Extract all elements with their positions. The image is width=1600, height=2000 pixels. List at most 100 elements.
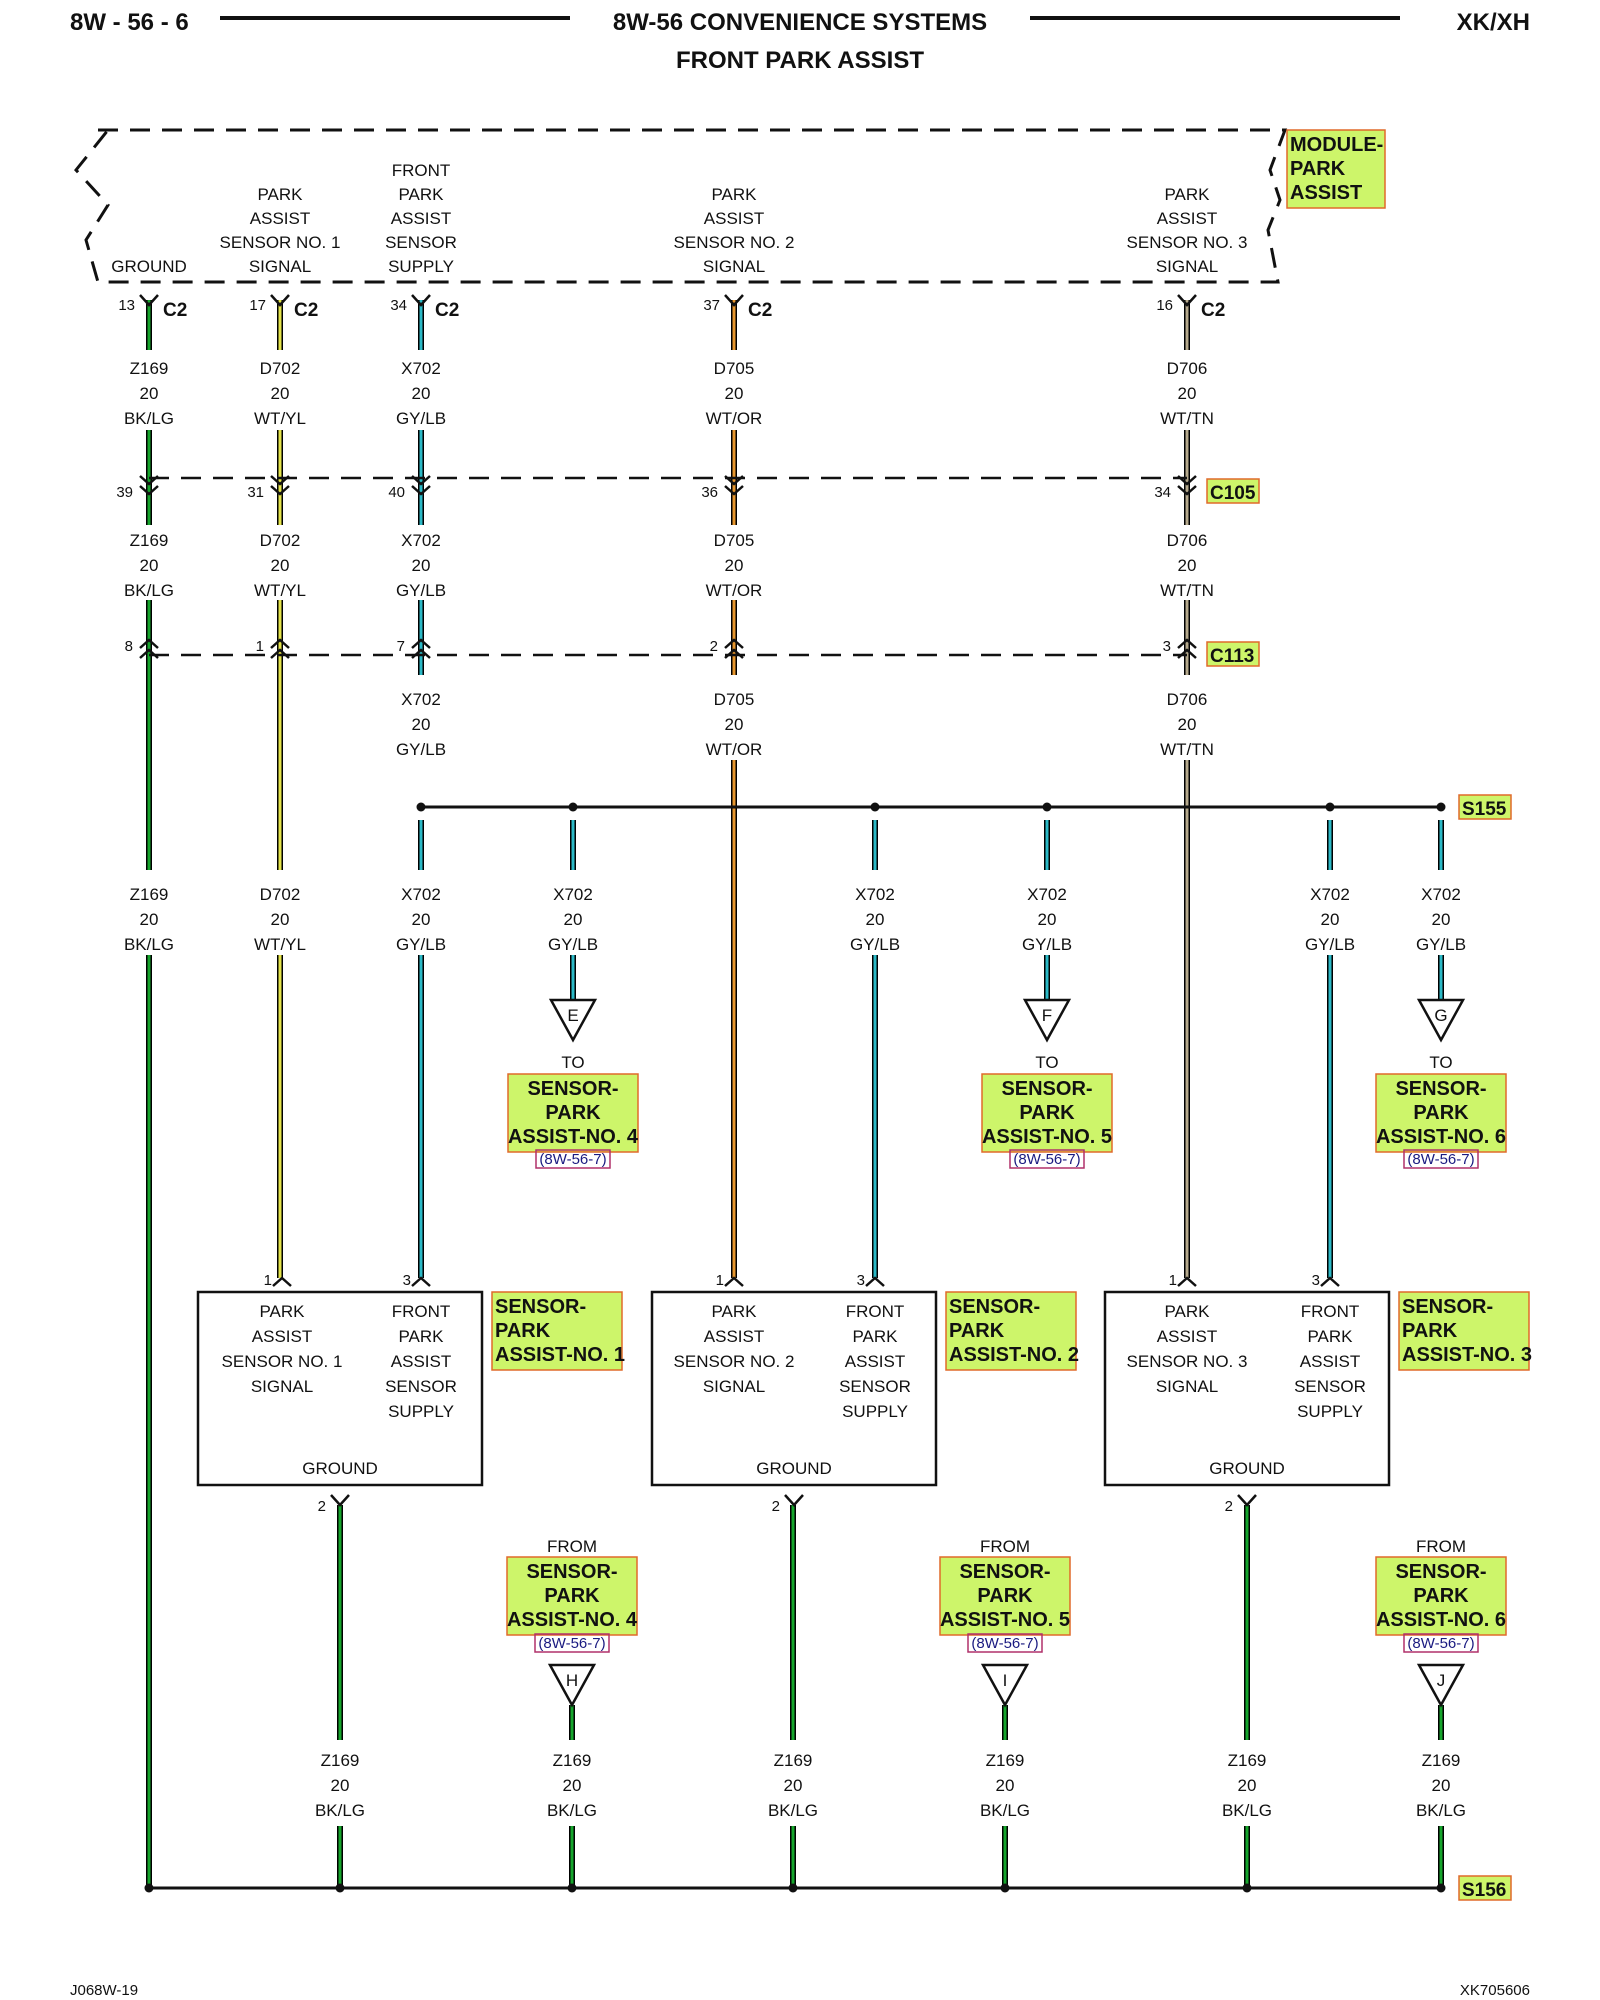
s155-label: S155 [1462, 799, 1507, 820]
from-ref-1-triangle-letter: I [1003, 1671, 1008, 1690]
circuit-3-seg-0-color: WT/OR [706, 409, 763, 428]
sensor-0-signal-line-1: ASSIST [252, 1327, 312, 1346]
from-ref-1-name-bg [939, 1556, 1071, 1636]
circuit-3-seg-2-circuit: D705 [714, 690, 755, 709]
sensor-1-pin-supply-mark [865, 1276, 885, 1287]
sensor-0-pin-supply: 3 [403, 1272, 411, 1289]
c105-pin-mark-b-2 [411, 485, 431, 496]
circuit-2-seg-0-gauge: 20 [412, 384, 431, 403]
from-ref-2-triangle-letter: J [1437, 1671, 1446, 1690]
to-ref-0-name-line-0: SENSOR- [527, 1078, 618, 1100]
circuit-0-seg-0-color: BK/LG [124, 409, 174, 428]
c113-pin-1: 1 [256, 638, 264, 655]
s156-label: S156 [1462, 1880, 1506, 1901]
to-ref-1-name-bg [981, 1073, 1113, 1153]
c2-pin-mark-3 [724, 294, 744, 307]
to-ref-1-triangle [1022, 998, 1072, 1043]
from-ref-0-triangle [547, 1663, 597, 1708]
supply-branch-0-gauge: 20 [564, 910, 583, 929]
to-ref-1-name-line-2: ASSIST-NO. 5 [982, 1126, 1112, 1148]
sensor-1-supply-line-4: SUPPLY [842, 1402, 908, 1421]
page-title: 8W-56 CONVENIENCE SYSTEMS [613, 9, 987, 36]
supply-branch-2-circuit: X702 [1027, 885, 1067, 904]
circuit-4-seg-1-color: WT/TN [1160, 581, 1214, 600]
supply-branch-1-circuit: X702 [855, 885, 895, 904]
s156-node-1 [335, 1883, 345, 1893]
circuit-2-seg-0-circuit: X702 [401, 359, 441, 378]
ground-wire-5-color: BK/LG [1416, 1801, 1466, 1820]
circuit-0-seg-1-circuit: Z169 [130, 531, 169, 550]
sensor-0-pin-supply-mark [411, 1276, 431, 1287]
circuit-3-seg-1-circuit: D705 [714, 531, 755, 550]
to-ref-1-triangle-letter: F [1042, 1006, 1052, 1025]
s156-node-3 [788, 1883, 798, 1893]
sensor-1-supply-line-1: PARK [852, 1327, 898, 1346]
sensor-2-supply-line-4: SUPPLY [1297, 1402, 1363, 1421]
from-ref-1-page: (8W-56-7) [971, 1635, 1038, 1652]
sensor-2-pin-signal: 1 [1169, 1272, 1177, 1289]
s156-node-5 [1242, 1883, 1252, 1893]
sensor-1-name-line-0: SENSOR- [949, 1296, 1040, 1318]
sensor-2-supply-line-0: FRONT [1301, 1302, 1360, 1321]
from-ref-1-name-line-1: PARK [977, 1585, 1033, 1607]
ground-wire-5-gauge: 20 [1432, 1776, 1451, 1795]
c105-label-bg [1206, 478, 1260, 504]
from-ref-2-word: FROM [1416, 1537, 1466, 1556]
wire-layer [146, 300, 1444, 1888]
supply-branch-3-gauge: 20 [1321, 910, 1340, 929]
circuit-2-seg-3-color: GY/LB [396, 935, 446, 954]
c113-pin-mark-b-2 [411, 648, 431, 659]
to-ref-2-word: TO [1429, 1053, 1452, 1072]
sensor-2-name-line-2: ASSIST-NO. 3 [1402, 1344, 1532, 1366]
sensor-0-name-line-0: SENSOR- [495, 1296, 586, 1318]
module-pin-2-line-2: ASSIST [391, 209, 451, 228]
module-pin-4-line-2: SENSOR NO. 3 [1127, 233, 1248, 252]
from-ref-0-page: (8W-56-7) [538, 1635, 605, 1652]
circuit-2-seg-2-color: GY/LB [396, 740, 446, 759]
c2-label-1: C2 [294, 300, 318, 321]
ground-wire-4-color: BK/LG [1222, 1801, 1272, 1820]
circuit-3-seg-0-gauge: 20 [725, 384, 744, 403]
label-layer: MODULE-PARKASSISTGROUNDPARKASSISTSENSOR … [111, 134, 1532, 1901]
circuit-4-seg-2-color: WT/TN [1160, 740, 1214, 759]
sensor-1-name-line-2: ASSIST-NO. 2 [949, 1344, 1079, 1366]
c2-pin-1: 17 [249, 297, 266, 314]
circuit-0-seg-1-color: BK/LG [124, 581, 174, 600]
to-ref-0-page-box [535, 1149, 611, 1169]
s155-node-3 [1042, 802, 1052, 812]
ground-wire-1-circuit: Z169 [553, 1751, 592, 1770]
circuit-2-seg-0-color: GY/LB [396, 409, 446, 428]
supply-branch-3-color: GY/LB [1305, 935, 1355, 954]
c113-label-bg [1206, 641, 1260, 667]
sensor-2-pin-signal-mark [1177, 1276, 1197, 1287]
supply-branch-0-circuit: X702 [553, 885, 593, 904]
module-name-bg [1286, 129, 1386, 209]
sensor-0-name-bg [491, 1291, 623, 1371]
c105-pin-mark-b-0 [139, 485, 159, 496]
to-ref-1-name-line-0: SENSOR- [1001, 1078, 1092, 1100]
supply-branch-4-color: GY/LB [1416, 935, 1466, 954]
sensor-2-pin-supply-mark [1320, 1276, 1340, 1287]
sensor-1-signal-line-1: ASSIST [704, 1327, 764, 1346]
circuit-4-seg-0-circuit: D706 [1167, 359, 1208, 378]
connector-layer [74, 128, 1441, 1890]
from-ref-2-name-line-1: PARK [1413, 1585, 1469, 1607]
c113-pin-4: 3 [1163, 638, 1171, 655]
ground-wire-2-color: BK/LG [768, 1801, 818, 1820]
sensor-0-supply-line-3: SENSOR [385, 1377, 457, 1396]
supply-branch-2-color: GY/LB [1022, 935, 1072, 954]
from-ref-0-name-line-0: SENSOR- [526, 1561, 617, 1583]
c105-pin-mark-a-3 [724, 475, 744, 486]
s156-node-0 [144, 1883, 154, 1893]
ground-wire-0-circuit: Z169 [321, 1751, 360, 1770]
from-ref-2-name-bg [1375, 1556, 1507, 1636]
circuit-1-seg-2-circuit: D702 [260, 885, 301, 904]
to-ref-2-triangle [1416, 998, 1466, 1043]
sensor-2-supply-line-1: PARK [1307, 1327, 1353, 1346]
from-ref-0-name-bg [506, 1556, 638, 1636]
sensor-0-signal-line-3: SIGNAL [251, 1377, 313, 1396]
module-pin-4-line-3: SIGNAL [1156, 257, 1218, 276]
sensor-0-signal-line-0: PARK [259, 1302, 305, 1321]
module-pin-3-line-3: SIGNAL [703, 257, 765, 276]
sensor-2-signal-line-0: PARK [1164, 1302, 1210, 1321]
